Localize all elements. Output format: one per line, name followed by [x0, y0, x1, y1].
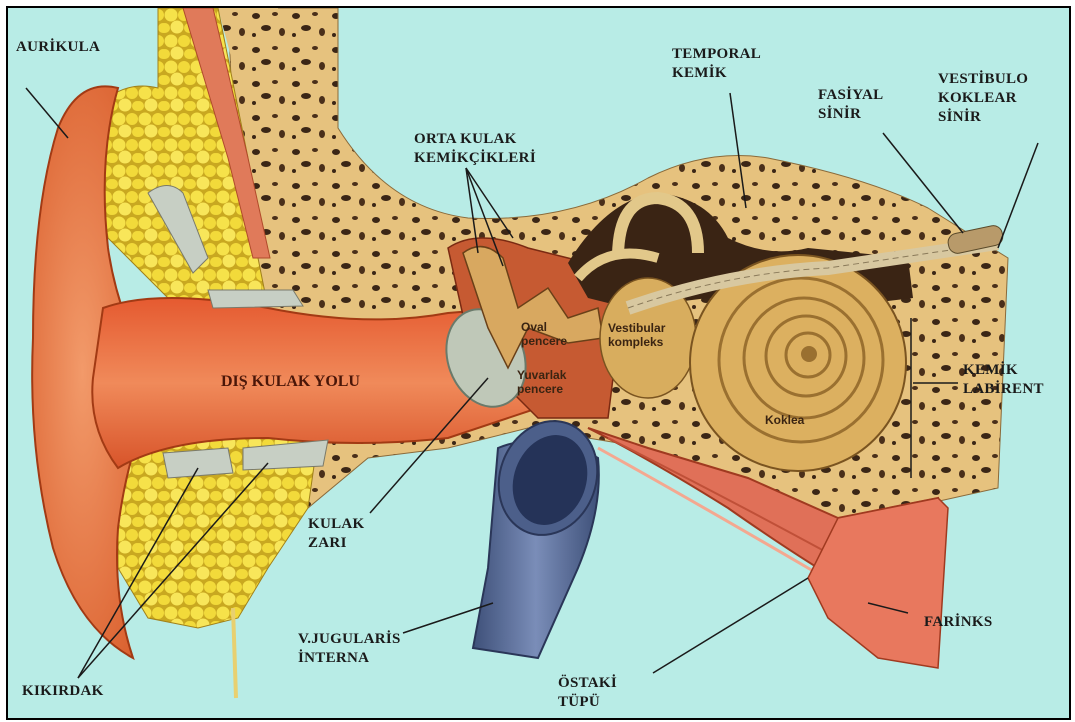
label-koklea: Koklea	[765, 413, 804, 427]
label-farinks: FARİNKS	[924, 613, 993, 632]
label-fasiyal-sinir: FASİYAL SİNİR	[818, 86, 883, 124]
label-vestibulokoklear-sinir: VESTİBULO KOKLEAR SİNİR	[938, 70, 1028, 127]
label-ostaki-tupu: ÖSTAKİ TÜPÜ	[558, 674, 617, 712]
label-dis-kulak-yolu: DIŞ KULAK YOLU	[221, 373, 360, 391]
label-aurikula: AURİKULA	[16, 38, 100, 57]
label-kulak-zari: KULAK ZARI	[308, 515, 365, 553]
label-temporal-kemik: TEMPORAL KEMİK	[672, 45, 761, 83]
label-orta-kulak-kemikcikleri: ORTA KULAK KEMİKÇİKLERİ	[414, 130, 536, 168]
label-yuvarlak-pencere: Yuvarlak pencere	[517, 368, 566, 396]
label-oval-pencere: Oval pencere	[521, 320, 567, 348]
label-kemik-labirent: KEMİK LABİRENT	[963, 361, 1044, 399]
label-kikirdak: KIKIRDAK	[22, 682, 104, 701]
label-vestibular-kompleks: Vestibular kompleks	[608, 321, 665, 349]
diagram-frame: AURİKULA TEMPORAL KEMİK FASİYAL SİNİR VE…	[6, 6, 1071, 720]
label-v-jugularis-interna: V.JUGULARİS İNTERNA	[298, 630, 401, 668]
ear-anatomy-illustration	[8, 8, 1069, 718]
